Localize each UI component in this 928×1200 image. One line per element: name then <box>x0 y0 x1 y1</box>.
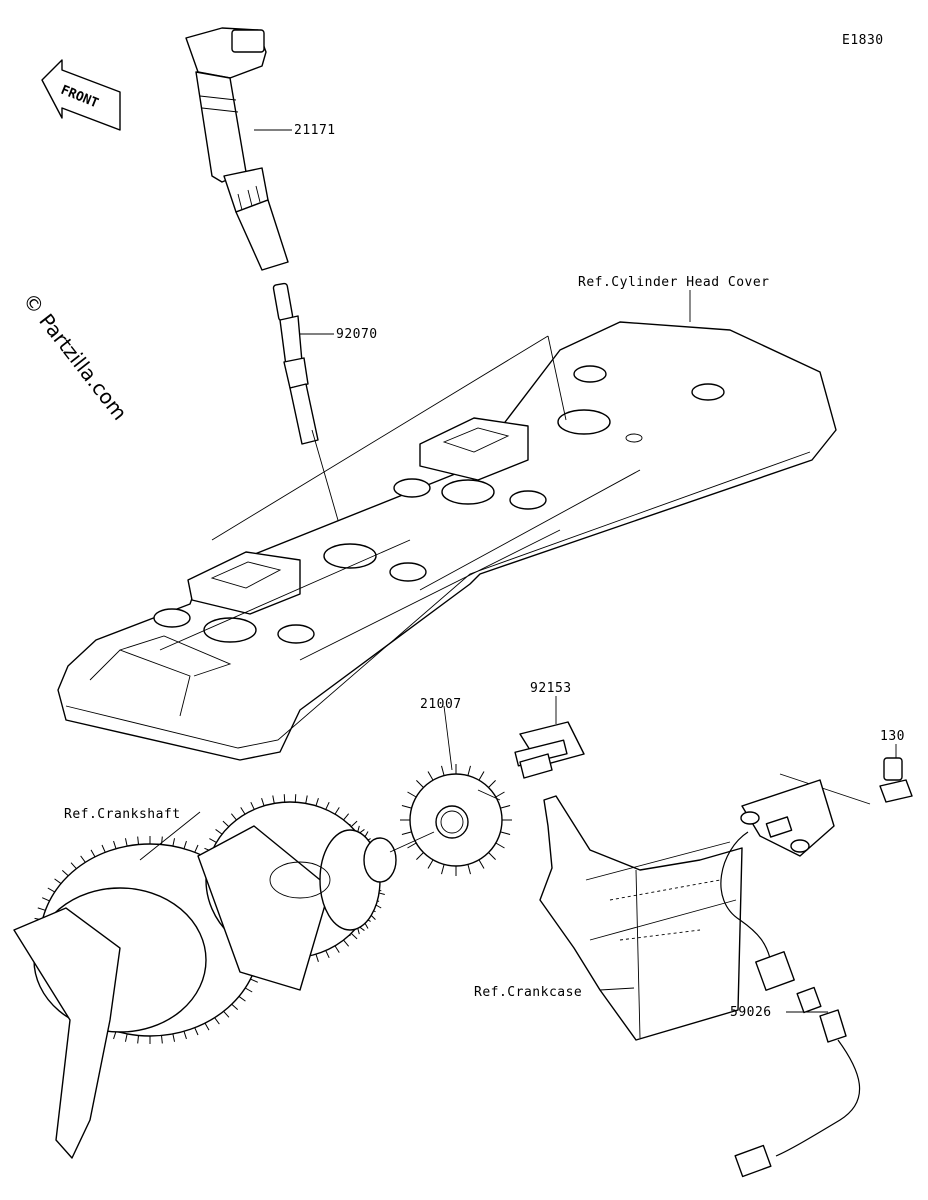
ref-crankcase-label: Ref.Crankcase <box>474 985 582 1000</box>
crankshaft-sensor-icon <box>720 779 861 1178</box>
part-label-21171: 21171 <box>294 123 336 138</box>
front-arrow-icon: FRONT <box>41 59 121 131</box>
timing-rotor-icon <box>400 705 512 876</box>
crankcase-icon <box>539 795 743 1041</box>
ignition-coil-icon <box>185 27 292 271</box>
crankshaft-icon <box>13 794 397 1159</box>
part-label-21007: 21007 <box>420 697 462 712</box>
ref-cylinder-head-cover-label: Ref.Cylinder Head Cover <box>578 275 770 290</box>
cylinder-head-cover-icon <box>57 321 837 761</box>
bolt-icon <box>514 696 585 779</box>
part-label-92070: 92070 <box>336 327 378 342</box>
part-label-130: 130 <box>880 729 905 744</box>
ref-crankshaft-label: Ref.Crankshaft <box>64 807 181 822</box>
small-bolt-icon <box>879 744 913 803</box>
diagram-code: E1830 <box>842 33 884 48</box>
watermark: © Partzilla.com <box>18 288 132 424</box>
spark-plug-icon <box>272 282 334 445</box>
part-label-59026: 59026 <box>730 1005 772 1020</box>
part-label-92153: 92153 <box>530 681 572 696</box>
